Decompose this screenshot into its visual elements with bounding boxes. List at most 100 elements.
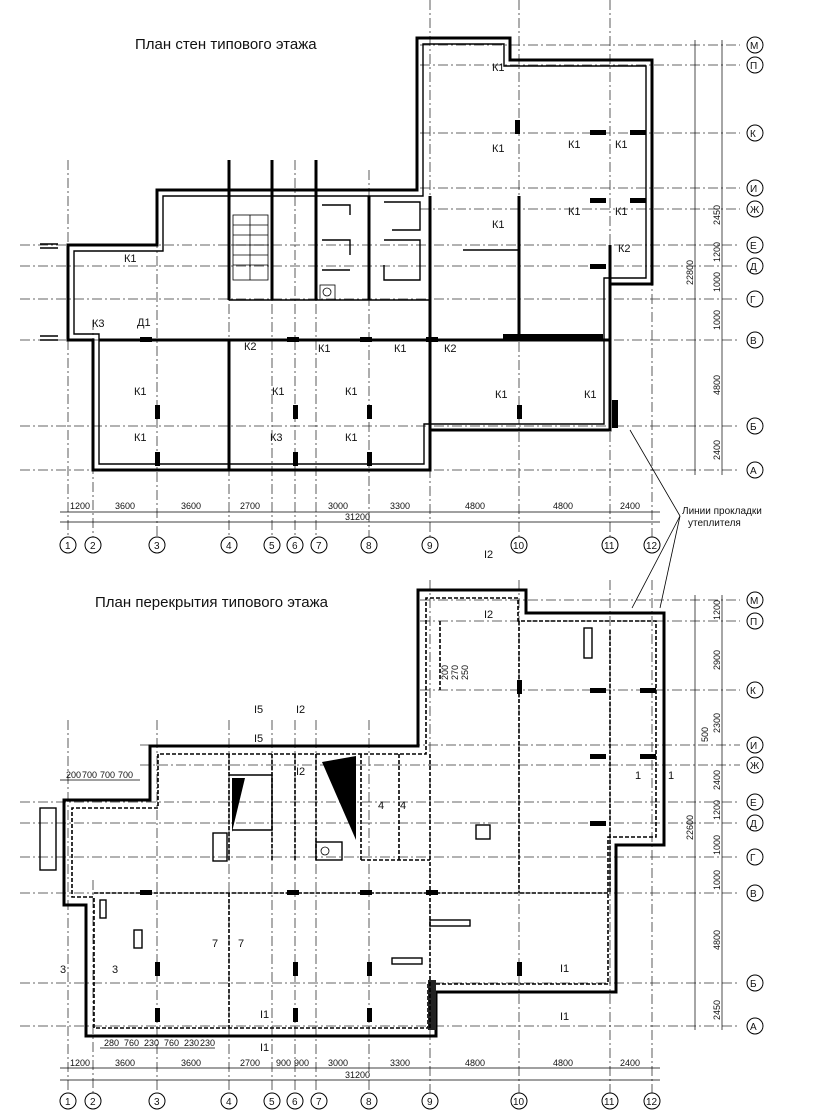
svg-text:1000: 1000 — [712, 835, 722, 855]
svg-text:4800: 4800 — [712, 930, 722, 950]
svg-text:К3: К3 — [92, 318, 105, 330]
svg-text:2400: 2400 — [620, 1058, 640, 1068]
svg-text:М: М — [750, 596, 758, 607]
svg-text:К1: К1 — [492, 62, 505, 74]
svg-text:11: 11 — [604, 1097, 615, 1108]
svg-text:2: 2 — [90, 541, 96, 552]
svg-text:2400: 2400 — [620, 501, 640, 511]
svg-text:К3: К3 — [270, 432, 283, 444]
svg-text:12: 12 — [646, 1097, 658, 1108]
svg-text:I2: I2 — [484, 549, 493, 561]
svg-text:Е: Е — [750, 798, 757, 809]
svg-text:И: И — [750, 741, 757, 752]
svg-text:11: 11 — [604, 541, 615, 552]
svg-text:К1: К1 — [615, 139, 628, 151]
svg-text:К2: К2 — [618, 243, 631, 255]
svg-text:8: 8 — [366, 541, 372, 552]
svg-text:1000: 1000 — [712, 310, 722, 330]
bottom-axis-bubbles: 1 2 3 4 5 6 7 8 9 10 11 12 — [59, 1092, 661, 1110]
svg-text:5: 5 — [269, 1097, 275, 1108]
bottom-element-marks: I2 I2 I5 I2 I5 I2 4 4 1 1 7 7 3 3 I1 I1 … — [60, 549, 674, 1054]
svg-text:К1: К1 — [568, 206, 581, 218]
svg-text:4800: 4800 — [553, 501, 573, 511]
svg-text:К1: К1 — [568, 139, 581, 151]
svg-text:К1: К1 — [345, 386, 358, 398]
top-letter-bubbles: М П К И Ж Е Д Г В Б А — [746, 36, 764, 479]
svg-text:900: 900 — [276, 1058, 291, 1068]
svg-text:10: 10 — [513, 1097, 525, 1108]
svg-text:3600: 3600 — [181, 501, 201, 511]
svg-text:2: 2 — [90, 1097, 96, 1108]
svg-text:I1: I1 — [560, 963, 569, 975]
top-inner-walls — [99, 160, 612, 470]
svg-text:200: 200 — [440, 665, 450, 680]
svg-text:250: 250 — [460, 665, 470, 680]
svg-text:2700: 2700 — [240, 501, 260, 511]
svg-text:3: 3 — [112, 964, 118, 976]
svg-text:Д: Д — [750, 819, 757, 830]
svg-text:1: 1 — [668, 770, 674, 782]
svg-text:2300: 2300 — [712, 713, 722, 733]
bottom-horizontal-axes — [20, 599, 740, 1027]
svg-text:230: 230 — [184, 1038, 199, 1048]
svg-text:12: 12 — [646, 541, 658, 552]
svg-text:I5: I5 — [254, 733, 263, 745]
svg-text:Г: Г — [750, 295, 756, 306]
svg-text:4: 4 — [378, 800, 384, 812]
svg-text:700: 700 — [100, 770, 115, 780]
svg-text:2700: 2700 — [240, 1058, 260, 1068]
svg-text:Г: Г — [750, 853, 756, 864]
svg-text:22600: 22600 — [685, 815, 695, 840]
svg-text:9: 9 — [427, 541, 433, 552]
svg-text:К: К — [750, 129, 756, 140]
bottom-vertical-dimensions: 1200 2900 2300 2400 1200 1000 1000 4800 … — [685, 595, 723, 1030]
svg-text:М: М — [750, 41, 758, 52]
svg-text:4: 4 — [226, 541, 232, 552]
svg-text:7: 7 — [238, 938, 244, 950]
svg-text:230: 230 — [200, 1038, 215, 1048]
svg-text:1200: 1200 — [70, 1058, 90, 1068]
svg-text:700: 700 — [82, 770, 97, 780]
svg-text:Б: Б — [750, 422, 757, 433]
svg-text:10: 10 — [513, 541, 525, 552]
svg-text:Б: Б — [750, 979, 757, 990]
svg-text:I1: I1 — [560, 1011, 569, 1023]
top-vertical-dimensions: 2450 1200 1000 1000 4800 2400 22800 — [685, 40, 723, 475]
svg-text:3: 3 — [154, 1097, 160, 1108]
svg-text:4800: 4800 — [465, 1058, 485, 1068]
bottom-rib-dimensions: 200 700 700 700 280 760 230 760 230 230 … — [60, 665, 470, 1049]
bottom-columns — [140, 680, 656, 1022]
svg-text:900: 900 — [294, 1058, 309, 1068]
svg-text:200: 200 — [66, 770, 81, 780]
svg-text:Ж: Ж — [750, 205, 760, 216]
svg-text:П: П — [750, 61, 757, 72]
svg-text:К1: К1 — [584, 389, 597, 401]
svg-text:7: 7 — [212, 938, 218, 950]
svg-text:К1: К1 — [272, 386, 285, 398]
svg-text:1: 1 — [65, 541, 71, 552]
svg-text:К1: К1 — [394, 343, 407, 355]
svg-text:I2: I2 — [484, 609, 493, 621]
svg-text:4: 4 — [226, 1097, 232, 1108]
svg-text:В: В — [750, 889, 757, 900]
top-outer-walls — [40, 36, 654, 472]
svg-text:П: П — [750, 617, 757, 628]
svg-text:А: А — [750, 1022, 757, 1033]
slab-plan-title: План перекрытия типового этажа — [95, 594, 329, 611]
svg-text:700: 700 — [118, 770, 133, 780]
svg-text:1200: 1200 — [70, 501, 90, 511]
svg-text:7: 7 — [316, 541, 322, 552]
bottom-slab-ribs — [94, 621, 611, 1028]
svg-text:В: В — [750, 336, 757, 347]
svg-text:2400: 2400 — [712, 770, 722, 790]
svg-text:31200: 31200 — [345, 512, 370, 522]
svg-text:Линии прокладки: Линии прокладки — [682, 506, 762, 517]
svg-text:К1: К1 — [134, 386, 147, 398]
svg-text:I2: I2 — [296, 704, 305, 716]
svg-text:утеплителя: утеплителя — [688, 518, 741, 529]
svg-text:К1: К1 — [134, 432, 147, 444]
bottom-slab-outline — [39, 588, 666, 1038]
svg-text:2450: 2450 — [712, 1000, 722, 1020]
svg-text:К1: К1 — [124, 253, 137, 265]
